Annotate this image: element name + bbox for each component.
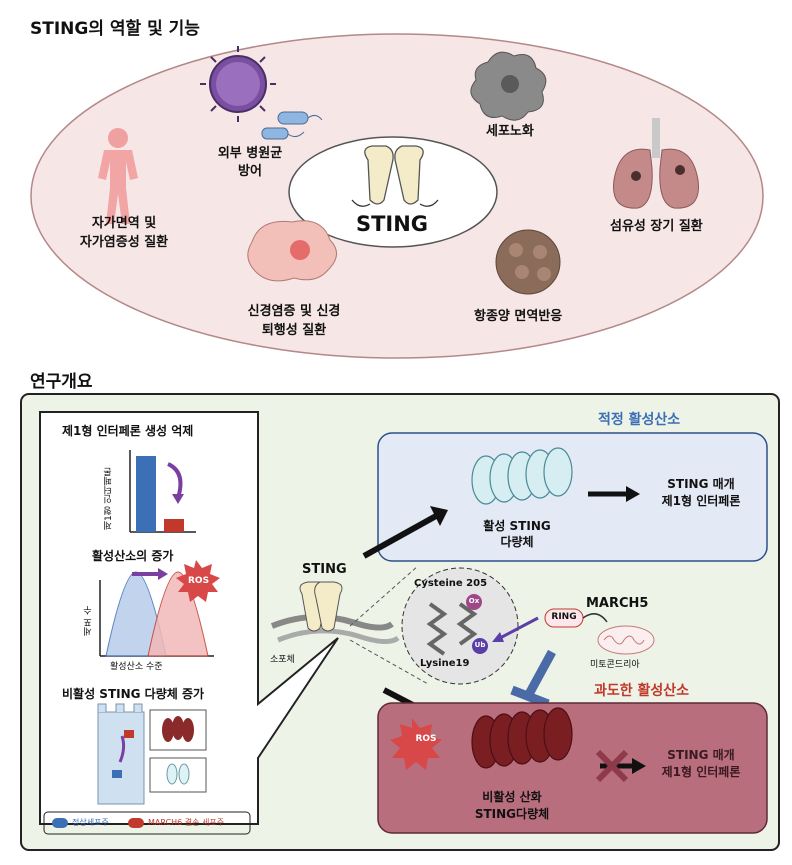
ros-xlabel: 활성산소 수준 — [110, 662, 163, 672]
gel-band-normal — [112, 770, 122, 778]
legend-normal-label: 정상세포주 — [72, 818, 109, 827]
legend-ko-swatch — [128, 818, 144, 828]
oligo-chart-title: 비활성 STING 다량체 증가 — [62, 687, 205, 701]
ros-badge-right: ROS — [415, 734, 437, 744]
sting-er-icon — [299, 581, 343, 632]
sting-dimer-icon — [351, 145, 439, 207]
bar-ko — [164, 519, 184, 532]
mitochondria-icon — [597, 625, 655, 655]
cysteine-label: Cysteine 205 — [414, 578, 488, 589]
active-oligomer-icon — [471, 447, 573, 505]
curve-ko — [147, 571, 209, 657]
sting-center-label: STING — [355, 212, 429, 236]
er-membrane — [270, 613, 400, 644]
mito-label: 미토콘드리아 — [590, 660, 640, 670]
senescent-cell-icon — [470, 51, 547, 121]
tumor-icon — [495, 229, 561, 295]
inhibition-line — [524, 649, 556, 699]
roles-title: STING의 역할 및 기능 — [30, 19, 200, 39]
virus-icon — [200, 46, 276, 122]
overview-title: 연구개요 — [30, 372, 93, 392]
human-body-icon — [98, 128, 138, 224]
sting-center-ellipse — [288, 136, 498, 248]
sting-er-label: STING — [302, 562, 347, 577]
senescence-label: 세포노화 — [486, 124, 534, 139]
ub-badge — [472, 638, 488, 654]
brain-icon — [247, 220, 337, 282]
ox-label: Ox — [468, 597, 480, 605]
legend-ko-label: MARCH6 결손 세포주 — [148, 818, 225, 827]
inactive-oligomer-icon — [471, 707, 573, 769]
bacteria-icon — [261, 111, 323, 140]
ifn-bar-chart — [129, 450, 196, 533]
helix-icon — [426, 602, 478, 656]
ifn-chart-title: 제1형 인터페론 생성 억제 — [62, 424, 194, 438]
ub-arrow — [499, 616, 539, 640]
ox-badge — [466, 594, 482, 610]
ros-star-right — [390, 718, 442, 770]
march5-label: MARCH5 — [586, 596, 649, 611]
excess-ros-title: 과도한 활성산소 — [594, 683, 690, 699]
fibrosis-label: 섬유성 장기 질환 — [610, 219, 703, 234]
optimal-ros-title: 적정 활성산소 — [598, 412, 681, 428]
gel-band-ko — [124, 730, 134, 738]
lungs-icon — [613, 118, 699, 209]
bar-normal — [136, 456, 156, 532]
cross-icon — [595, 749, 629, 783]
ros-badge-left: ROS — [188, 576, 210, 586]
er-label: 소포체 — [270, 655, 295, 665]
ros-star-left — [176, 560, 220, 602]
ros-ylabel: 세포 수 — [84, 606, 94, 636]
antitumor-label: 항종양 면역반응 — [474, 309, 563, 324]
gel-blot — [97, 703, 207, 805]
decrease-arrow — [167, 462, 183, 499]
lysine-label: Lysine19 — [420, 658, 470, 669]
ub-label: Ub — [474, 641, 486, 649]
ring-label: RING — [551, 612, 577, 622]
ifn-ylabel: 제1형 인터페론 — [104, 467, 114, 530]
legend-normal-swatch — [52, 818, 68, 828]
arrow-to-optimal — [362, 513, 438, 559]
ros-chart-title: 활성산소의 증가 — [92, 549, 174, 563]
ros-histogram — [99, 560, 220, 657]
